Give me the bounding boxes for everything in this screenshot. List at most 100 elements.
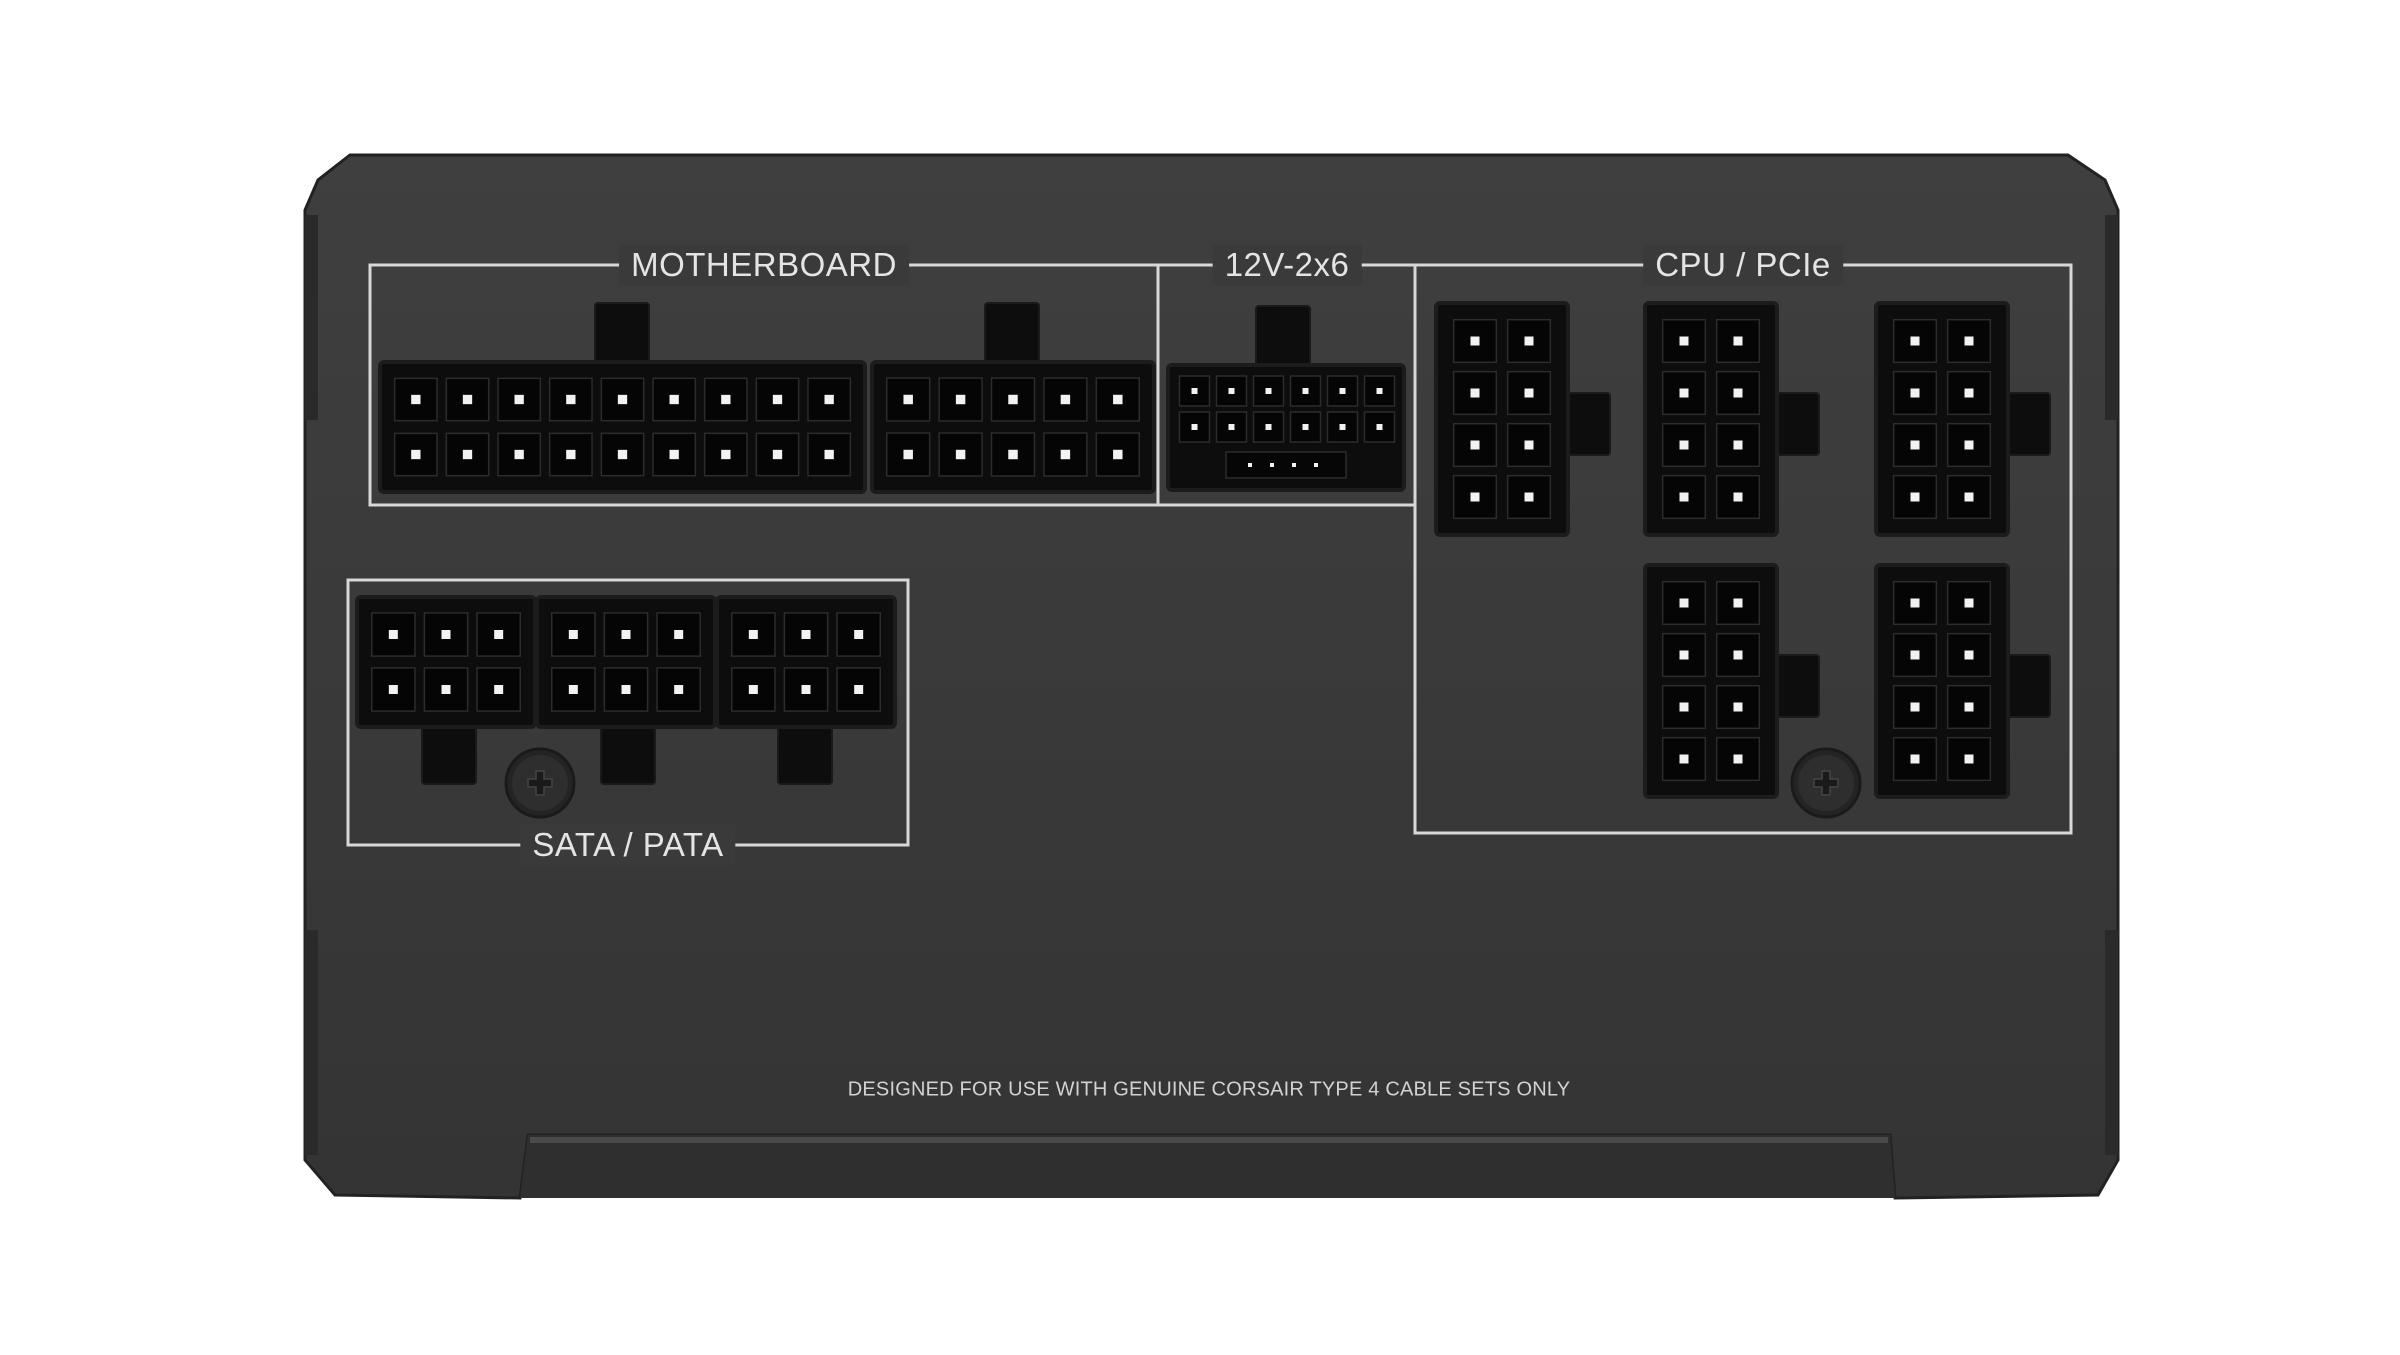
- socket-pin: [1733, 598, 1743, 608]
- socket-pin: [566, 449, 576, 460]
- socket-pin: [1964, 440, 1974, 450]
- cpu-pcie-label: CPU / PCIe: [1643, 245, 1843, 285]
- socket-pin: [411, 449, 421, 460]
- connector-latch: [421, 719, 477, 785]
- socket-pin: [1910, 650, 1920, 660]
- socket-pin: [772, 394, 783, 405]
- socket-pin: [1265, 388, 1272, 394]
- socket-pin: [854, 685, 864, 694]
- socket-pin: [854, 630, 864, 639]
- connector-group: [355, 301, 2051, 799]
- sense-pin: [1314, 463, 1318, 467]
- socket-pin: [441, 630, 451, 639]
- socket-pin: [621, 685, 631, 694]
- socket-pin: [411, 394, 421, 405]
- socket-pin: [1228, 388, 1235, 394]
- socket-pin: [1524, 336, 1534, 346]
- socket-pin: [1339, 388, 1346, 394]
- socket-pin: [388, 685, 398, 694]
- socket-pin: [1008, 394, 1018, 405]
- socket-pin: [1060, 449, 1071, 460]
- socket-cell: [990, 432, 1036, 477]
- socket-pin: [1733, 754, 1743, 764]
- socket-cell: [1252, 375, 1285, 407]
- socket-pin: [801, 630, 811, 639]
- socket-pin: [1964, 492, 1974, 502]
- socket-pin: [1191, 424, 1198, 430]
- socket-pin: [824, 449, 834, 460]
- cpu-pcie-connector-3: [1874, 301, 2051, 537]
- socket-pin: [1679, 336, 1689, 346]
- socket-pin: [772, 449, 783, 460]
- connector-latch: [984, 302, 1040, 368]
- screw-group: [504, 747, 1862, 819]
- sense-pin: [1270, 463, 1274, 467]
- sense-pin: [1248, 463, 1252, 467]
- socket-pin: [441, 685, 451, 694]
- motherboard-label: MOTHERBOARD: [619, 245, 909, 285]
- socket-pin: [1524, 492, 1534, 502]
- socket-pin: [1733, 702, 1743, 712]
- socket-pin: [1679, 702, 1689, 712]
- socket-cell: [1661, 370, 1707, 416]
- socket-pin: [462, 449, 473, 460]
- socket-pin: [462, 394, 473, 405]
- socket-pin: [1733, 388, 1743, 398]
- cpu-pcie-connector-4: [1643, 563, 1820, 799]
- socket-cell: [1095, 432, 1141, 477]
- cpu-pcie-connector-2: [1643, 301, 1820, 537]
- socket-pin: [1008, 449, 1018, 460]
- socket-pin: [1733, 440, 1743, 450]
- socket-pin: [1964, 754, 1974, 764]
- socket-pin: [748, 630, 758, 639]
- socket-pin: [824, 394, 834, 405]
- socket-pin: [621, 630, 631, 639]
- motherboard-18pin-connector: [378, 302, 867, 494]
- socket-pin: [617, 394, 628, 405]
- socket-pin: [566, 394, 576, 405]
- twelve-volt-2x6-connector: [1166, 305, 1406, 492]
- sense-pin: [1292, 463, 1296, 467]
- socket-pin: [1302, 388, 1309, 394]
- socket-pin: [1733, 492, 1743, 502]
- socket-pin: [721, 449, 731, 460]
- socket-pin: [903, 394, 913, 405]
- socket-pin: [1228, 424, 1235, 430]
- socket-pin: [1679, 650, 1689, 660]
- socket-pin: [1964, 650, 1974, 660]
- socket-pin: [1964, 336, 1974, 346]
- socket-pin: [568, 630, 578, 639]
- socket-pin: [1470, 336, 1480, 346]
- screw-cross: [1813, 770, 1839, 796]
- sata-pata-connector-3: [715, 595, 897, 785]
- socket-pin: [1910, 336, 1920, 346]
- socket-pin: [801, 685, 811, 694]
- socket-pin: [1679, 754, 1689, 764]
- socket-cell: [656, 667, 702, 712]
- socket-pin: [1964, 388, 1974, 398]
- socket-pin: [903, 449, 913, 460]
- socket-pin: [748, 685, 758, 694]
- cpu-pcie-connector-5: [1874, 563, 2051, 799]
- socket-pin: [1910, 754, 1920, 764]
- socket-cell: [1892, 318, 1938, 364]
- socket-pin: [1679, 598, 1689, 608]
- socket-pin: [1910, 440, 1920, 450]
- connector-latch: [600, 719, 656, 785]
- socket-pin: [1113, 394, 1123, 405]
- sata-pata-connector-2: [535, 595, 717, 785]
- motherboard-10pin-connector: [870, 302, 1156, 494]
- socket-pin: [669, 394, 679, 405]
- socket-pin: [494, 685, 504, 694]
- socket-pin: [568, 685, 578, 694]
- socket-pin: [514, 449, 524, 460]
- cable-notice-text: DESIGNED FOR USE WITH GENUINE CORSAIR TY…: [847, 1078, 1571, 1101]
- socket-pin: [1376, 388, 1383, 394]
- sata-pata-label: SATA / PATA: [520, 825, 736, 865]
- socket-pin: [1470, 440, 1480, 450]
- socket-pin: [1679, 440, 1689, 450]
- sata-pata-outline: [346, 578, 910, 847]
- socket-pin: [388, 630, 398, 639]
- socket-pin: [1910, 388, 1920, 398]
